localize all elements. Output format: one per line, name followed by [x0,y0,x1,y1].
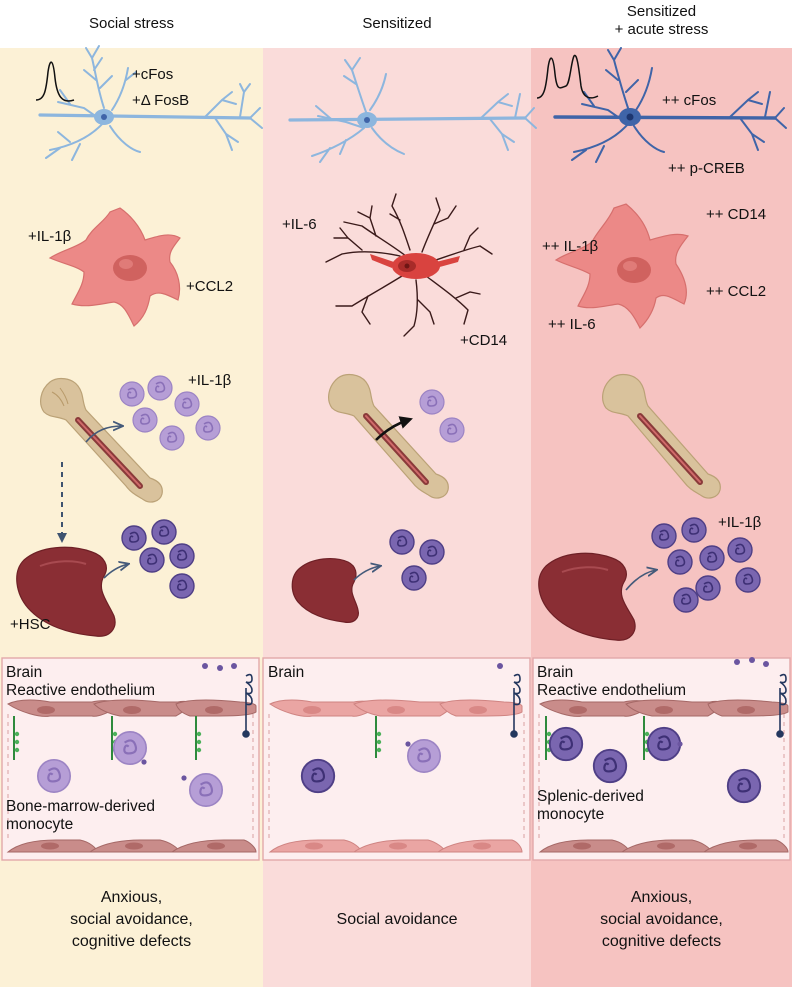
spleen-sensitized-acute [538,552,636,641]
ramified-glia-sensitized [325,193,493,337]
label-cd14-glia-acute: ++ CD14 [706,206,767,223]
label-il1b-glia-acute: ++ IL-1β [542,238,599,255]
column-header-social-stress: Social stress [0,0,263,48]
detail-brain-label-sensitized: Brain [268,664,305,681]
endothelium-top-social [7,699,257,717]
action-potential-trace-acute [536,54,599,99]
reactive-glia-social-stress [48,207,181,327]
neuron-social-stress [38,45,263,161]
label-ccl2-glia-social: +CCL2 [186,278,234,295]
arrow-bone-to-monocytes-sensitized [375,416,413,441]
cytokine-dots-social [202,663,237,671]
outcome-sensitized: Social avoidance [336,911,458,928]
cell-label-acute-line1: Splenic-derived [537,788,644,805]
arrow-spleen-to-monocytes-sensitized [353,566,380,581]
cell-label-acute-line2: monocyte [537,806,605,823]
label-ccl2-glia-acute: ++ CCL2 [706,283,767,300]
adhesion-molecules-acute [545,716,645,760]
column-header-sensitized-acute-stress: Sensitized + acute stress [531,0,792,45]
endothelium-top-sensitized [269,699,523,717]
label-cfos-social: +cFos [132,66,174,83]
endothelium-bottom-social [6,839,257,853]
monocytes-vessel-social [36,730,224,808]
receptor-icon-social [242,673,253,738]
monocytes-vessel-sensitized [300,738,442,794]
arrow-bone-to-monocytes-social [85,426,122,443]
label-pcreb-acute: ++ p-CREB [668,160,745,177]
cytokine-dot-sensitized [497,663,503,669]
receptor-icon-acute [776,673,787,738]
arrow-spleen-to-monocytes-acute [625,570,656,591]
monocytes-vessel-acute [548,726,762,804]
outcome-social-stress: Anxious, social avoidance, cognitive def… [70,889,193,950]
detail-brain-label-acute: Brain [537,664,574,681]
arrow-spleen-to-monocytes-social [103,564,128,579]
neuron-sensitized-acute-stress [553,47,787,163]
detail-brain-label-social: Brain [6,664,43,681]
endothelium-bottom-acute [538,839,789,853]
detail-endothelium-label-social: Reactive endothelium [6,682,156,699]
label-il1b-spleen-acute: +IL-1β [718,514,762,531]
label-cfos-acute: ++ cFos [662,92,717,109]
label-il1b-bone-social: +IL-1β [188,372,232,389]
endothelium-top-acute [539,699,789,717]
label-cd14-glia-sensitized: +CD14 [460,332,508,349]
outcome-sensitized-acute-stress: Anxious, social avoidance, cognitive def… [600,889,723,950]
spleen-sensitized [291,558,359,623]
action-potential-trace-social [35,61,75,102]
label-hsc-social: +HSC [10,616,51,633]
label-il6-glia-acute: ++ IL-6 [548,316,596,333]
spleen-social-stress [16,546,116,637]
bone-marrow-sensitized [328,373,449,499]
bone-marrow-social-stress [40,377,163,503]
cytokine-dots-acute [734,657,769,667]
detail-box-sensitized [262,657,531,861]
endothelium-bottom-sensitized [268,839,523,853]
cell-label-social-line1: Bone-marrow-derived [6,798,156,815]
label-fosb-social: +Δ FosB [132,92,190,109]
adhesion-molecules-social [13,716,197,760]
neuron-sensitized [288,57,537,163]
label-il6-glia-sensitized: +IL-6 [282,216,317,233]
reactive-glia-sensitized-acute [554,203,690,330]
label-il1b-glia-social: +IL-1β [28,228,72,245]
bone-marrow-sensitized-acute [602,373,721,499]
detail-endothelium-label-acute: Reactive endothelium [537,682,687,699]
column-header-sensitized: Sensitized [263,0,531,48]
receptor-icon-sensitized [510,673,521,738]
cell-label-social-line2: monocyte [6,816,74,833]
